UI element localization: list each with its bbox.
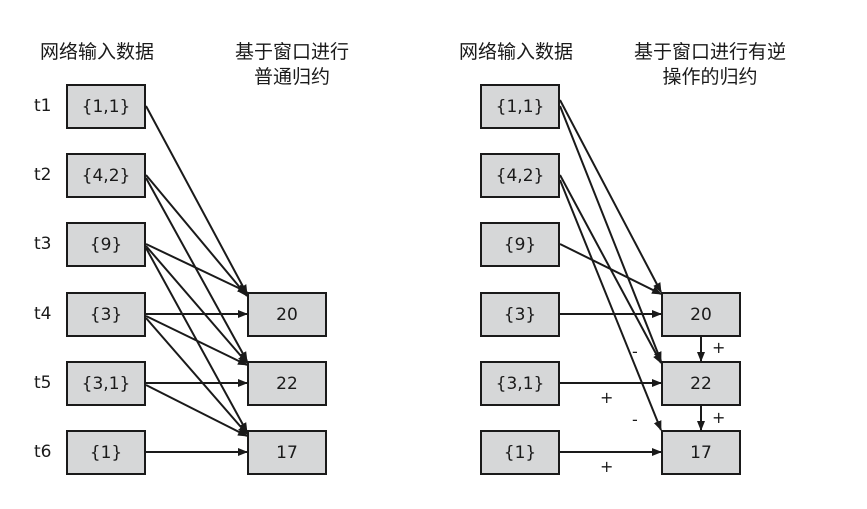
time-label-t2: t2 [34,165,52,185]
right-result-box-22: 22 [661,361,741,406]
arrow-l-t5-17 [145,384,248,437]
arrow-l-t4-22 [145,315,248,366]
arrow-l-t3-22 [145,245,248,364]
arrow-l-t2-22 [145,177,248,362]
sign-plus-20-to-22: + [712,338,726,357]
arrow-l-t2-20 [145,174,248,297]
arrow-r-t3-20 [559,243,662,295]
time-label-t3: t3 [34,234,52,254]
arrow-l-t3-20 [145,243,248,293]
right-input-box-6: {1} [480,430,560,475]
right-input-box-5: {3,1} [480,361,560,406]
sign-minus-to-22: - [632,342,638,361]
time-label-t6: t6 [34,442,52,462]
arrow-l-t4-17 [145,317,248,435]
arrow-r-t2-17 [559,179,662,431]
right-input-box-3: {9} [480,222,560,267]
left-input-box-5: {3,1} [66,361,146,406]
right-input-header: 网络输入数据 [459,41,574,63]
left-input-box-1: {1,1} [66,84,146,129]
right-result-box-17: 17 [661,430,741,475]
time-label-t4: t4 [34,304,52,324]
left-window-header: 基于窗口进行 普通归约 [212,40,372,90]
arrow-r-t1-20 [559,99,662,293]
right-result-box-20: 20 [661,292,741,337]
sign-minus-to-17: - [632,410,638,429]
left-result-box-17: 17 [247,430,327,475]
left-window-header-line1: 基于窗口进行 [234,41,349,63]
arrow-r-t1-22 [559,105,662,362]
left-result-box-20: 20 [247,292,327,337]
right-input-box-4: {3} [480,292,560,337]
sign-plus-from-1: + [600,457,614,476]
time-label-t5: t5 [34,373,52,393]
right-window-header: 基于窗口进行有逆 操作的归约 [620,40,800,90]
left-input-box-3: {9} [66,222,146,267]
left-input-box-4: {3} [66,292,146,337]
left-result-box-22: 22 [247,361,327,406]
right-input-box-2: {4,2} [480,153,560,198]
sign-plus-22-to-17: + [712,408,726,427]
time-label-t1: t1 [34,96,52,116]
right-window-header-line1: 基于窗口进行有逆 [633,41,786,63]
left-window-header-line2: 普通归约 [253,66,330,88]
sign-plus-from-31: + [600,388,614,407]
right-window-header-line2: 操作的归约 [662,66,758,88]
left-input-header: 网络输入数据 [40,41,155,63]
arrow-l-t1-20 [145,105,248,295]
left-input-box-6: {1} [66,430,146,475]
right-input-box-1: {1,1} [480,84,560,129]
left-input-box-2: {4,2} [66,153,146,198]
